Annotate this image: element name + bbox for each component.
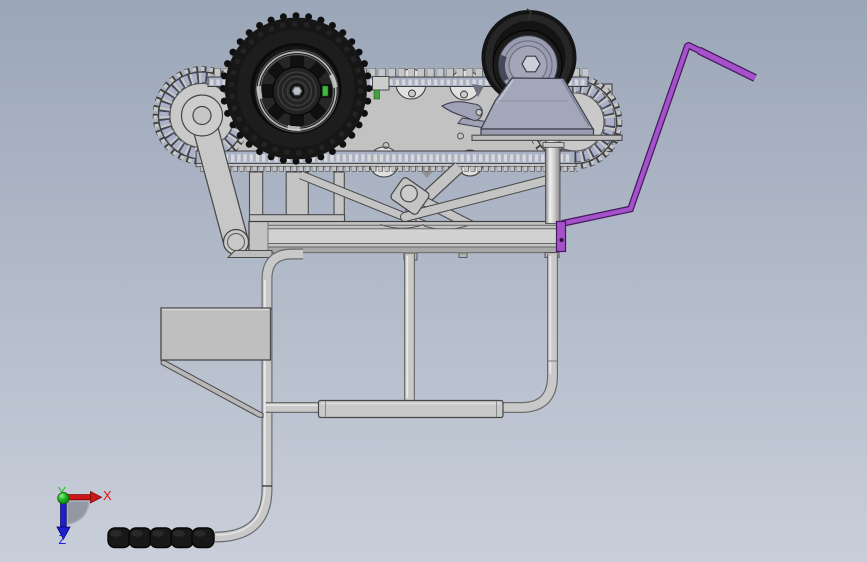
svg-text:X: X <box>103 488 112 503</box>
svg-text:Y: Y <box>58 484 67 499</box>
svg-text:Z: Z <box>59 533 67 547</box>
